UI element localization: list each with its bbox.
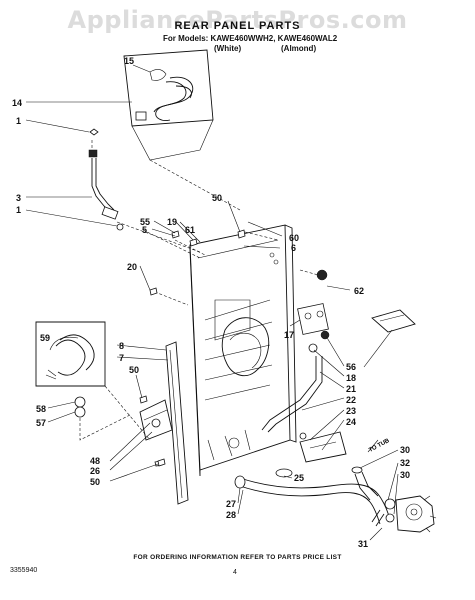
callout-27: 27 [226, 499, 236, 509]
callout-50c: 50 [90, 477, 100, 487]
page-title: REAR PANEL PARTS [174, 20, 301, 32]
callout-22: 22 [346, 395, 356, 405]
callout-32: 32 [400, 458, 410, 468]
hose-clip [275, 468, 293, 478]
callout-18: 18 [346, 373, 356, 383]
drain-hose [234, 475, 391, 525]
watermark: AppliancePartsPros.com [67, 6, 408, 34]
callout-30: 30 [400, 445, 410, 455]
callout-20: 20 [127, 262, 137, 272]
callout-60: 60 [289, 233, 299, 243]
side-rail [165, 341, 189, 505]
drain-hose-kit [35, 321, 151, 441]
callout-8: 8 [119, 341, 124, 351]
guide-lines [91, 140, 323, 306]
to-tub-label: TO TUB [368, 438, 391, 454]
callout-leaders [25, 64, 399, 541]
callout-31: 31 [358, 539, 368, 549]
callout-26: 26 [90, 466, 100, 476]
callout-59: 59 [40, 333, 50, 343]
callout-24: 24 [346, 417, 356, 427]
callout-14: 14 [12, 98, 22, 108]
callout-3: 3 [16, 193, 21, 203]
power-cord-assembly [123, 49, 214, 161]
callout-25: 25 [294, 473, 304, 483]
variant-almond-label: (Almond) [281, 44, 317, 53]
page-number: 4 [233, 569, 237, 576]
callout-1: 1 [16, 116, 21, 126]
rear-panel [189, 224, 297, 477]
callout-17: 17 [284, 330, 294, 340]
callout-19: 19 [167, 217, 177, 227]
hose-clamp-bracket [299, 431, 347, 463]
callout-62: 62 [354, 286, 364, 296]
water-pump [351, 466, 437, 533]
callout-21: 21 [346, 384, 356, 394]
callout-57: 57 [36, 418, 46, 428]
callout-55: 55 [140, 217, 150, 227]
callout-28: 28 [226, 510, 236, 520]
model-numbers: For Models: KAWE460WWH2, KAWE460WAL2 [163, 34, 338, 43]
callout-48: 48 [90, 456, 100, 466]
document-code: 3355940 [10, 567, 38, 574]
callout-15: 15 [124, 56, 134, 66]
callout-30b: 30 [400, 470, 410, 480]
pump-bracket [139, 399, 173, 467]
callout-56: 56 [346, 362, 356, 372]
callout-labels: 15 14 1 3 1 50 60 6 55 19 61 5 20 62 59 … [12, 56, 410, 549]
mounting-bracket [371, 309, 416, 333]
callout-61: 61 [185, 225, 195, 235]
callout-50: 50 [212, 193, 222, 203]
callout-50b: 50 [129, 365, 139, 375]
callout-58: 58 [36, 404, 46, 414]
fasteners [139, 229, 328, 467]
callout-6: 6 [291, 243, 296, 253]
ordering-note: FOR ORDERING INFORMATION REFER TO PARTS … [133, 554, 342, 561]
water-inlet-hose-assembly [88, 128, 124, 231]
callout-7: 7 [119, 353, 124, 363]
variant-white-label: (White) [214, 44, 242, 53]
callout-23: 23 [346, 406, 356, 416]
callout-5: 5 [142, 225, 147, 235]
callout-1b: 1 [16, 205, 21, 215]
